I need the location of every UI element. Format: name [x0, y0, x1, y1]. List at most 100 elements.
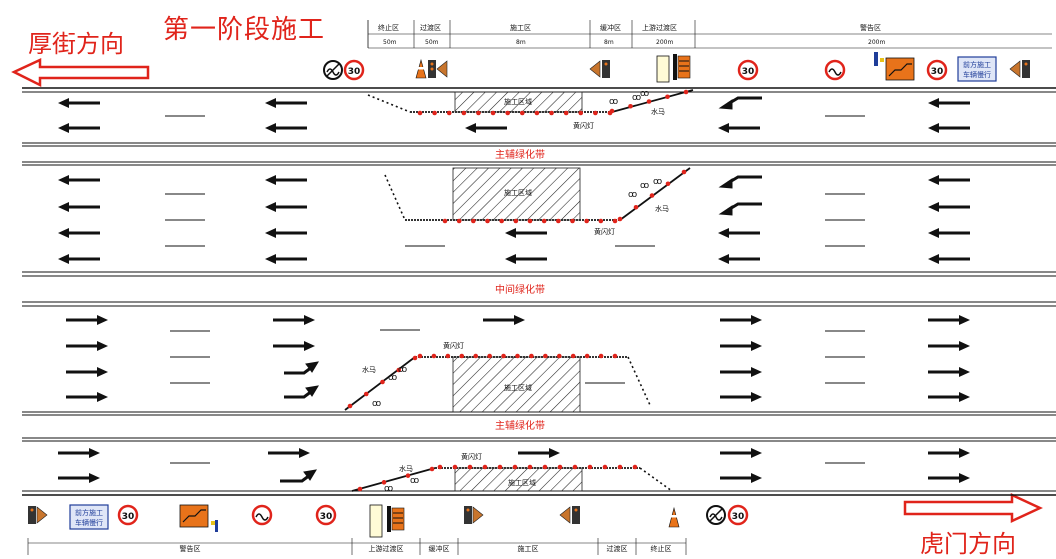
warning-light-icon [559, 506, 580, 524]
no-overtaking-sign-icon [251, 504, 273, 526]
direction-left-label: 厚街方向 [28, 30, 124, 58]
warning-light-icon [1009, 60, 1030, 78]
flash-light-dot [429, 466, 435, 472]
direction-arrow-left-icon [11, 58, 150, 88]
road-lines [22, 87, 1056, 496]
speed-limit-sign-icon: 30 [117, 504, 139, 526]
flash-light-dot [602, 464, 608, 470]
slow-down-sign-board [957, 56, 997, 82]
bottom-ruler-zone-4: 过渡区 [607, 544, 628, 553]
flash-light-dot [437, 464, 443, 470]
warning-light-icon [28, 506, 48, 524]
lower-aux-median-label: 主辅绿化带 [495, 419, 545, 432]
work-area-label-1: 施工区域 [504, 97, 532, 106]
upper-aux-median-label: 主辅绿化带 [495, 148, 545, 161]
flash-light-dot [556, 353, 562, 359]
flash-light-dot [628, 103, 633, 109]
traffic-cone-icon [415, 58, 427, 79]
flash-light-dot [442, 218, 448, 224]
top-ruler-zone-0: 终止区 [378, 23, 399, 32]
work-area-label-2: 施工区域 [504, 188, 532, 197]
water-barrier-icon: ꝏ [628, 190, 637, 200]
speed-limit-sign-icon: 30 [343, 59, 365, 81]
flash-light-dot [396, 367, 402, 373]
svg-text:30: 30 [122, 512, 135, 522]
flash-light-dot [357, 486, 363, 492]
work-zone-3 [344, 356, 651, 413]
flash-light-label-4: 黄闪灯 [461, 452, 482, 461]
top-ruler-len-4: 200m [656, 39, 673, 46]
flash-light-dot [649, 193, 655, 198]
water-barrier-label-2: 水马 [655, 204, 669, 213]
flash-light-label-2: 黄闪灯 [594, 227, 615, 236]
flash-light-dot [452, 464, 458, 470]
bottom-signs: 30 30 [28, 504, 749, 538]
water-barrier-label-1: 水马 [651, 107, 665, 116]
top-ruler-len-1: 50m [425, 39, 439, 46]
work-zone-2 [384, 167, 691, 221]
top-ruler-zone-4: 上游过渡区 [642, 23, 677, 32]
flash-light-dot [557, 464, 563, 470]
bottom-ruler-zone-1: 上游过渡区 [369, 544, 404, 553]
svg-text:30: 30 [732, 512, 745, 522]
flash-light-dot [476, 110, 481, 116]
water-barrier-icon: ꝏ [653, 177, 662, 187]
flash-light-dot [542, 464, 548, 470]
flash-light-dot [570, 218, 575, 224]
flash-light-dot [584, 353, 590, 359]
no-overtaking-sign-icon [323, 60, 343, 80]
bottom-slow-sign-line2: 车辆慢行 [75, 518, 103, 527]
flash-light-dot [609, 108, 615, 114]
svg-text:30: 30 [320, 512, 333, 522]
flash-light-dot [578, 110, 584, 116]
flash-light-dot [497, 464, 503, 470]
flash-light-dot [471, 218, 476, 224]
bottom-ruler [27, 538, 687, 555]
merge-arrows-lower [280, 361, 319, 483]
speed-limit-sign-icon: 30 [737, 59, 759, 81]
flash-light-dot [461, 110, 467, 116]
flash-light-dot [432, 110, 437, 116]
water-barrier-icon: ꝏ [410, 476, 419, 486]
flash-light-dot [587, 464, 593, 470]
diagram-title: 第一阶段施工 [163, 15, 326, 45]
flash-light-dot [459, 353, 465, 359]
slow-down-sign-board [69, 504, 109, 530]
flash-light-dot [617, 216, 623, 222]
top-ruler-zone-1: 过渡区 [420, 23, 441, 32]
flash-light-dot [485, 218, 490, 224]
flash-light-dot [632, 464, 638, 470]
flash-light-dot [482, 464, 488, 470]
flash-light-dot [417, 353, 423, 359]
slow-down-sign-line1: 前方施工 [963, 60, 991, 69]
flash-light-dot [381, 480, 387, 485]
top-signs: 30 [323, 52, 1030, 83]
work-area-label-4: 施工区域 [508, 478, 536, 487]
no-overtaking-sign-icon [824, 59, 846, 81]
flash-light-dot [467, 464, 473, 470]
flash-light-dot [527, 218, 533, 224]
flash-light-dot [529, 353, 534, 359]
flash-light-dot [598, 353, 604, 359]
flash-light-dot [487, 353, 492, 359]
water-barrier-icon: ꝏ [372, 399, 381, 409]
flash-light-dot [527, 464, 533, 470]
flash-light-dot [683, 89, 689, 95]
road-closed-board-icon [656, 54, 691, 83]
flash-light-dot [490, 110, 496, 116]
warning-light-icon [464, 506, 484, 524]
warning-light-icon [589, 60, 610, 78]
flash-light-dot [412, 355, 418, 361]
flash-light-dot [570, 353, 576, 359]
svg-text:30: 30 [931, 67, 944, 77]
flash-light-dot [431, 353, 437, 359]
flash-light-dot [347, 403, 353, 409]
speed-limit-sign-icon: 30 [926, 59, 948, 81]
top-ruler-len-2: 8m [516, 39, 526, 46]
flash-light-dot [534, 110, 540, 116]
flash-light-dot [512, 464, 518, 470]
direction-right-label: 虎门方向 [920, 530, 1016, 558]
flash-light-dot [665, 94, 670, 100]
svg-text:30: 30 [348, 67, 361, 77]
